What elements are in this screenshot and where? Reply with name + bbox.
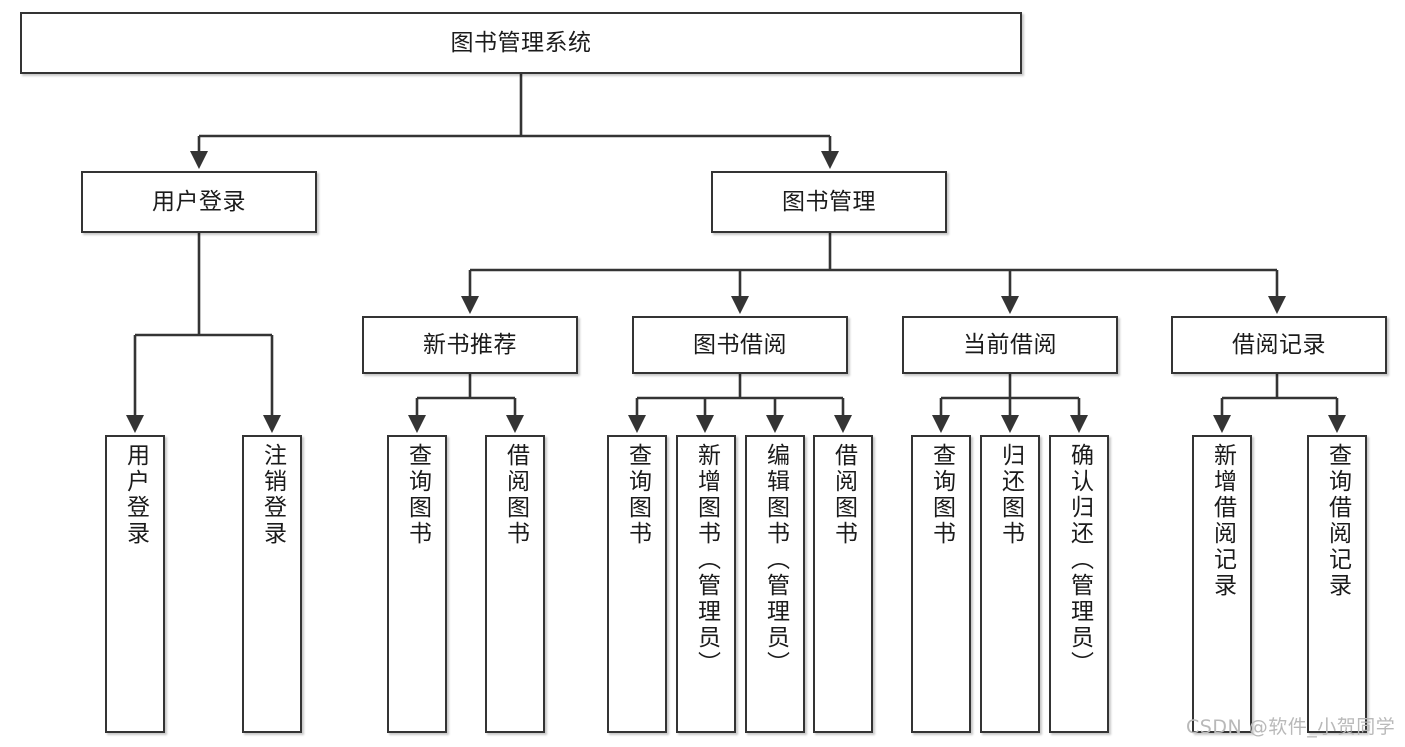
node-leaf-query-book-1[interactable]: 查询图书 [387,435,447,733]
node-root-label: 图书管理系统 [450,29,592,56]
node-leaf-confirm-return-label: 确认归还（管理员） [1066,443,1093,677]
node-leaf-edit-book-label: 编辑图书（管理员） [762,443,789,677]
node-leaf-return-book-label: 归还图书 [997,443,1024,547]
node-root[interactable]: 图书管理系统 [20,12,1022,74]
node-leaf-borrow-book-2[interactable]: 借阅图书 [813,435,873,733]
node-leaf-query-record[interactable]: 查询借阅记录 [1307,435,1367,733]
node-leaf-query-record-label: 查询借阅记录 [1324,443,1351,599]
node-book-borrow[interactable]: 图书借阅 [632,316,848,374]
node-borrow-record-label: 借阅记录 [1232,331,1326,358]
node-leaf-return-book[interactable]: 归还图书 [980,435,1040,733]
node-current-borrow[interactable]: 当前借阅 [902,316,1118,374]
node-leaf-user-login[interactable]: 用户登录 [105,435,165,733]
node-leaf-user-login-label: 用户登录 [122,443,149,547]
node-leaf-logout[interactable]: 注销登录 [242,435,302,733]
node-leaf-add-record[interactable]: 新增借阅记录 [1192,435,1252,733]
node-leaf-add-book-label: 新增图书（管理员） [693,443,720,677]
node-leaf-borrow-book-2-label: 借阅图书 [830,443,857,547]
node-user-login-label: 用户登录 [152,188,246,215]
node-leaf-add-record-label: 新增借阅记录 [1209,443,1236,599]
node-current-borrow-label: 当前借阅 [963,331,1057,358]
node-leaf-logout-label: 注销登录 [259,443,286,547]
node-user-login[interactable]: 用户登录 [81,171,317,233]
node-leaf-query-book-2[interactable]: 查询图书 [607,435,667,733]
node-leaf-borrow-book-1[interactable]: 借阅图书 [485,435,545,733]
node-leaf-confirm-return[interactable]: 确认归还（管理员） [1049,435,1109,733]
node-book-manage-label: 图书管理 [782,188,876,215]
node-borrow-record[interactable]: 借阅记录 [1171,316,1387,374]
node-leaf-query-book-3-label: 查询图书 [928,443,955,547]
node-leaf-add-book[interactable]: 新增图书（管理员） [676,435,736,733]
csdn-watermark: CSDN @软件_小贺同学 [1186,716,1396,738]
node-leaf-edit-book[interactable]: 编辑图书（管理员） [745,435,805,733]
node-leaf-query-book-1-label: 查询图书 [404,443,431,547]
node-new-book-recommend[interactable]: 新书推荐 [362,316,578,374]
node-book-borrow-label: 图书借阅 [693,331,787,358]
node-leaf-query-book-3[interactable]: 查询图书 [911,435,971,733]
node-new-book-recommend-label: 新书推荐 [423,331,517,358]
node-leaf-query-book-2-label: 查询图书 [624,443,651,547]
node-book-manage[interactable]: 图书管理 [711,171,947,233]
node-leaf-borrow-book-1-label: 借阅图书 [502,443,529,547]
